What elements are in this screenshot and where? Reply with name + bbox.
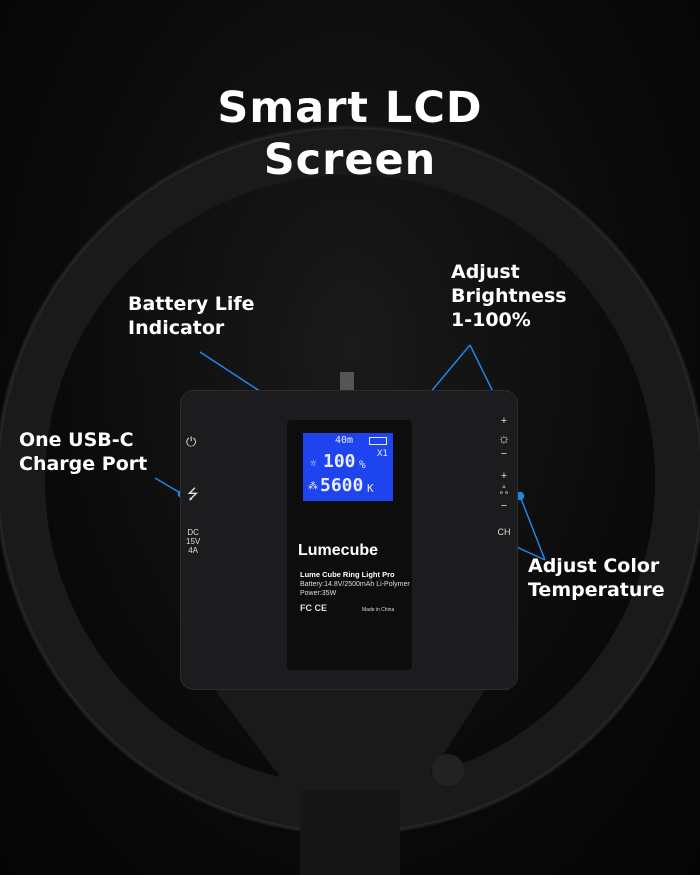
color-icon: ⁂: [308, 481, 318, 492]
color-minus-button[interactable]: −: [500, 500, 508, 512]
temperature-value: 5600: [320, 475, 364, 496]
cert-marks: FC CE: [300, 603, 327, 613]
battery-spec: Battery:14.8V/2500mAh Li-Polymer: [300, 581, 410, 588]
channel-button[interactable]: CH: [497, 527, 511, 537]
knob: [432, 754, 464, 786]
color-temp-icon: ஃ: [499, 485, 509, 497]
battery-time: 40m: [335, 435, 354, 446]
brightness-plus-button[interactable]: +: [500, 415, 508, 427]
brightness-icon: ☼: [497, 430, 511, 446]
brightness-value: 100: [323, 451, 356, 472]
battery-icon: [369, 437, 387, 445]
stand-clamp: [300, 790, 400, 875]
sun-icon: ☼: [310, 457, 317, 470]
lcd-screen: 40m X1 ☼ 100 % ⁂ 5600 K: [303, 433, 393, 501]
brand-logo: Lumecube: [298, 542, 379, 559]
mode: X1: [377, 449, 388, 459]
usb-c-port[interactable]: ⭍: [187, 486, 199, 502]
power-button[interactable]: ⏻: [186, 434, 197, 449]
origin: Made in China: [362, 607, 395, 613]
power-spec: Power:35W: [300, 590, 337, 597]
brightness-minus-button[interactable]: −: [500, 448, 508, 460]
model-name: Lume Cube Ring Light Pro: [300, 570, 395, 579]
color-plus-button[interactable]: +: [500, 470, 508, 482]
stand-mount: [215, 690, 485, 790]
